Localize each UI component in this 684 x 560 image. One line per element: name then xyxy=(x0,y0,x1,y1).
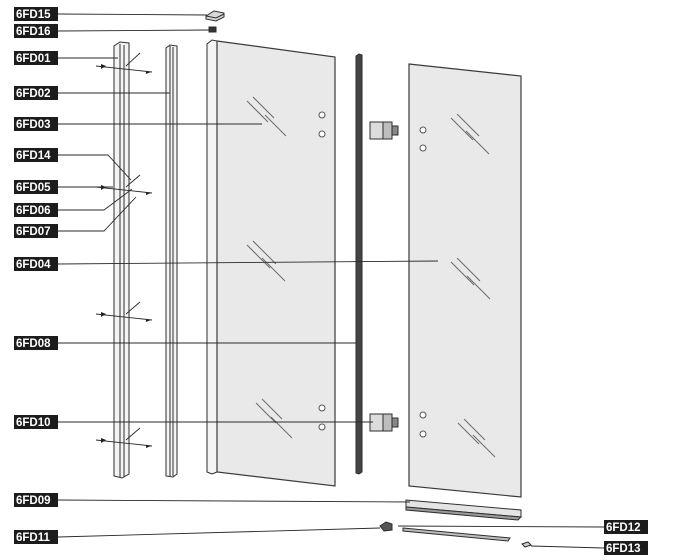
svg-text:6FD11: 6FD11 xyxy=(16,532,50,544)
part-door-glass xyxy=(408,63,522,498)
label-6fd06: 6FD06 xyxy=(14,203,58,217)
svg-text:6FD12: 6FD12 xyxy=(606,522,641,534)
svg-text:6FD14: 6FD14 xyxy=(16,150,51,162)
part-hinge-bottom xyxy=(369,413,399,432)
wall-screw-3 xyxy=(95,301,153,322)
svg-text:6FD04: 6FD04 xyxy=(16,259,51,271)
label-6fd05: 6FD05 xyxy=(14,180,58,194)
wall-screw-2 xyxy=(95,174,153,195)
svg-text:6FD06: 6FD06 xyxy=(16,205,51,217)
part-top-cap xyxy=(205,10,225,22)
part-bottom-sweep xyxy=(405,499,523,521)
label-6fd11: 6FD11 xyxy=(14,530,58,544)
label-6fd01: 6FD01 xyxy=(14,51,58,65)
label-6fd16: 6FD16 xyxy=(14,24,58,38)
svg-text:6FD08: 6FD08 xyxy=(16,338,51,350)
part-bottom-rail xyxy=(379,521,511,542)
label-6fd13: 6FD13 xyxy=(604,541,648,555)
label-6fd04: 6FD04 xyxy=(14,257,58,271)
label-6fd10: 6FD10 xyxy=(14,415,58,429)
part-screw xyxy=(208,26,217,33)
part-vertical-bar xyxy=(355,53,363,475)
svg-text:6FD15: 6FD15 xyxy=(16,9,51,21)
svg-text:6FD09: 6FD09 xyxy=(16,495,51,507)
svg-text:6FD02: 6FD02 xyxy=(16,88,51,100)
label-6fd03: 6FD03 xyxy=(14,117,58,131)
part-hinge-top xyxy=(369,121,399,140)
svg-text:6FD07: 6FD07 xyxy=(16,226,51,238)
part-fixed-glass xyxy=(206,39,336,487)
part-seal-strip xyxy=(165,44,178,478)
svg-text:6FD01: 6FD01 xyxy=(16,53,51,65)
svg-text:6FD16: 6FD16 xyxy=(16,26,51,38)
wall-screw-1 xyxy=(95,52,153,74)
svg-text:6FD10: 6FD10 xyxy=(16,417,51,429)
svg-text:6FD05: 6FD05 xyxy=(16,182,51,194)
leader-lines xyxy=(57,13,605,549)
label-6fd08: 6FD08 xyxy=(14,336,58,350)
label-6fd09: 6FD09 xyxy=(14,493,58,507)
label-6fd07: 6FD07 xyxy=(14,224,58,238)
svg-text:6FD13: 6FD13 xyxy=(606,543,641,555)
part-wall-profile xyxy=(95,41,153,479)
svg-text:6FD03: 6FD03 xyxy=(16,119,51,131)
label-6fd14: 6FD14 xyxy=(14,148,58,162)
part-end-cap xyxy=(521,541,532,548)
label-6fd02: 6FD02 xyxy=(14,86,58,100)
wall-screw-4 xyxy=(95,427,153,448)
label-6fd12: 6FD12 xyxy=(604,520,648,534)
label-6fd15: 6FD15 xyxy=(14,7,58,21)
